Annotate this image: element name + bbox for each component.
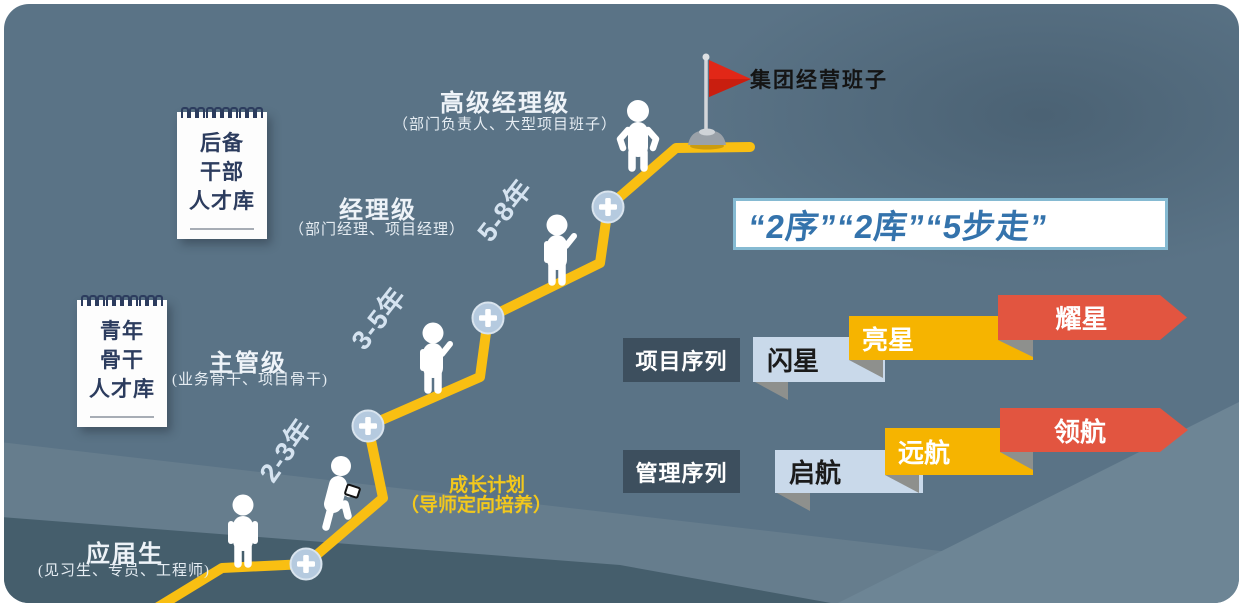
- plus-icon-4: [591, 190, 625, 224]
- sequence-label-management: 管理序列: [623, 450, 740, 493]
- growth-plan-subtitle: （导师定向培养）: [399, 495, 553, 516]
- person-gesturing-icon: [420, 322, 453, 394]
- level-title-graduate: 应届生: [86, 542, 164, 568]
- spiral-binding-icon: [81, 295, 163, 306]
- summit-label: 集团经营班子: [750, 68, 888, 92]
- plus-step-icons: [289, 190, 625, 581]
- pool-line: 青年: [100, 320, 144, 343]
- person-arms-out-icon: [616, 100, 660, 172]
- person-icons: [228, 100, 660, 568]
- sequence-label-project: 项目序列: [623, 338, 740, 382]
- spiral-binding-icon: [181, 107, 263, 118]
- notepad-rule: [90, 416, 154, 418]
- plus-icon-1: [289, 547, 323, 581]
- person-gesturing-icon: [544, 214, 577, 286]
- summit-flag-icon: [688, 53, 751, 150]
- notepad-rule: [190, 228, 254, 230]
- stage-qihang: 启航: [789, 458, 842, 488]
- stage-shape-yaoxing: [998, 295, 1187, 340]
- person-climbing-icon: [322, 456, 361, 531]
- pool-line: 人才库: [89, 378, 155, 401]
- stage-liangxing: 亮星: [862, 324, 915, 355]
- growth-plan-title: 成长计划: [448, 475, 526, 496]
- stage-shape-linghang: [1000, 408, 1188, 452]
- stage-shanxing: 闪星: [767, 346, 820, 376]
- stage-yuanhang: 远航: [898, 438, 951, 468]
- slogan-text: “2序”“2库”“5步走”: [746, 208, 1050, 245]
- level-title-supervisor: 主管级: [209, 351, 287, 377]
- level-title-manager: 经理级: [339, 198, 417, 224]
- talent-pool-notepad-reserve: 后备 干部 人才库: [177, 107, 267, 239]
- person-standing-icon: [228, 494, 258, 568]
- pool-line: 人才库: [189, 190, 255, 213]
- level-subtitle-graduate: (见习生、专员、工程师): [38, 563, 210, 579]
- project-sequence-ribbons: [753, 295, 1187, 400]
- stage-linghang: 领航: [1053, 416, 1106, 447]
- level-title-senior-manager: 高级经理级: [440, 91, 570, 117]
- management-sequence-ribbons: [775, 408, 1188, 511]
- level-subtitle-supervisor: (业务骨干、项目骨干): [172, 372, 328, 388]
- level-subtitle-manager: （部门经理、项目经理）: [288, 222, 466, 238]
- pool-line: 后备: [200, 132, 244, 155]
- talent-pool-notepad-young: 青年 骨干 人才库: [77, 295, 167, 427]
- slogan-banner: “2序”“2库”“5步走”: [733, 198, 1168, 250]
- pool-line: 骨干: [100, 349, 144, 372]
- stage-yaoxing: 耀星: [1055, 304, 1108, 334]
- pool-line: 干部: [200, 161, 244, 184]
- plus-icon-2: [351, 409, 385, 443]
- plus-icon-3: [471, 301, 505, 335]
- level-subtitle-senior-manager: （部门负责人、大型项目班子）: [392, 117, 618, 133]
